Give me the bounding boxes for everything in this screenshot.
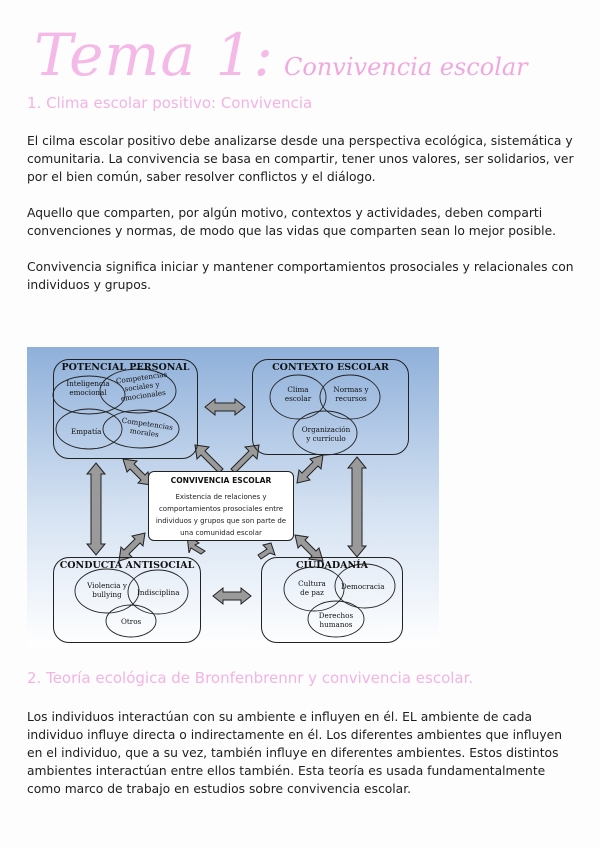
diagram-graphics bbox=[27, 347, 439, 647]
label-inteligencia: Inteligencia emocional bbox=[66, 379, 110, 397]
section-2-paragraph: Los individuos interactúan con su ambien… bbox=[27, 710, 562, 796]
arrow-center-down-right bbox=[257, 542, 276, 560]
ellipse-derechos bbox=[307, 600, 365, 638]
arrow-contexto-center bbox=[296, 454, 324, 484]
ellipse-empatia bbox=[55, 408, 123, 450]
ellipse-otros bbox=[105, 604, 157, 638]
section-2-heading: 2. Teoría ecológica de Bronfenbrennr y c… bbox=[27, 669, 474, 687]
label-normas: Normas y recursos bbox=[333, 385, 369, 403]
section-1-paragraph-1: El cilma escolar positivo debe analizars… bbox=[27, 134, 574, 184]
arrow-conducta-ciudadania bbox=[212, 586, 252, 606]
page-header: Tema 1: Convivencia escolar bbox=[34, 22, 574, 88]
box-potencial-personal: POTENCIAL PERSONAL bbox=[53, 359, 198, 459]
box-title: CONVIVENCIA ESCOLAR bbox=[170, 476, 272, 485]
arrow-potencial-conducta bbox=[85, 462, 107, 556]
label-empatia: Empatía bbox=[71, 427, 102, 436]
ellipse-organizacion bbox=[292, 410, 358, 456]
box-title: CONDUCTA ANTISOCIAL bbox=[59, 560, 195, 571]
label-clima: Clima escolar bbox=[284, 385, 312, 403]
arrow-conducta-center bbox=[118, 532, 146, 562]
convivencia-diagram: POTENCIAL PERSONAL Inteligencia emociona… bbox=[27, 347, 439, 647]
section-1-paragraph-3: Convivencia significa iniciar y mantener… bbox=[27, 260, 574, 292]
ellipse-violencia bbox=[74, 568, 140, 614]
label-violencia: Violencia y bullying bbox=[87, 581, 127, 599]
box-conducta-antisocial: CONDUCTA ANTISOCIAL bbox=[53, 557, 201, 643]
page-title: Tema 1: bbox=[34, 21, 274, 89]
box-title: CONTEXTO ESCOLAR bbox=[272, 362, 389, 373]
box-title: POTENCIAL PERSONAL bbox=[61, 362, 190, 373]
ellipse-competencias-morales bbox=[102, 409, 180, 449]
ellipse-competencias-sociales bbox=[99, 368, 177, 414]
label-democracia: Democracia bbox=[341, 582, 385, 591]
label-cultura: Cultura de paz bbox=[298, 579, 326, 597]
box-ciudadania: CIUDADANÍA bbox=[261, 557, 403, 643]
box-description: Existencia de relaciones y comportamient… bbox=[155, 493, 287, 537]
section-1-heading: 1. Clima escolar positivo: Convivencia bbox=[27, 94, 313, 112]
label-derechos: Derechos humanos bbox=[318, 611, 354, 629]
box-title: CIUDADANÍA bbox=[295, 560, 368, 571]
ellipse-indisciplina bbox=[127, 569, 189, 615]
box-contexto-escolar: CONTEXTO ESCOLAR bbox=[252, 359, 409, 455]
arrow-potencial-contexto bbox=[204, 397, 246, 417]
ellipse-cultura bbox=[283, 566, 345, 612]
section-1-paragraph-2: Aquello que comparten, por algún motivo,… bbox=[27, 206, 557, 238]
label-otros: Otros bbox=[121, 617, 142, 626]
ellipse-democracia bbox=[334, 563, 396, 609]
page-subtitle: Convivencia escolar bbox=[284, 53, 528, 81]
label-indisciplina: Indisciplina bbox=[137, 588, 180, 597]
ellipse-clima bbox=[269, 374, 327, 420]
label-organizacion: Organización y currículo bbox=[301, 425, 351, 443]
box-convivencia-escolar: CONVIVENCIA ESCOLAR Existencia de relaci… bbox=[148, 471, 294, 541]
